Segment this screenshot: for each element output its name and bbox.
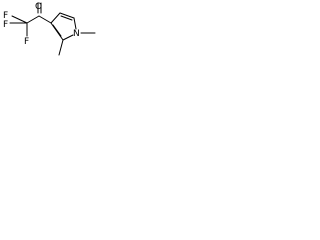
bond-ring-c5-n1 xyxy=(73,17,77,30)
bond-carbonyl-ring xyxy=(38,15,52,24)
atom-fluorine-upleft: F xyxy=(3,11,8,21)
bond-carbonyl-cf3 xyxy=(26,15,40,24)
structure-svg: O F F F N xyxy=(3,2,96,56)
molecule-structure-diagram: O F F F N xyxy=(0,0,101,66)
atom-fluorine-down: F xyxy=(24,37,29,47)
bond-c-f-upleft xyxy=(11,15,28,24)
atom-fluorine-left: F xyxy=(3,20,8,30)
bond-ring-c2-c3-inner xyxy=(52,24,62,37)
bond-ring-n1-c2 xyxy=(62,34,74,41)
bond-ring-c4-c5-inner xyxy=(60,15,73,21)
atom-nitrogen: N xyxy=(73,29,80,39)
bond-ring-c4-c5 xyxy=(59,12,75,19)
atom-oxygen: O xyxy=(35,2,42,12)
bond-c2-methyl xyxy=(58,39,64,56)
bond-ring-c3-c4 xyxy=(50,12,61,24)
